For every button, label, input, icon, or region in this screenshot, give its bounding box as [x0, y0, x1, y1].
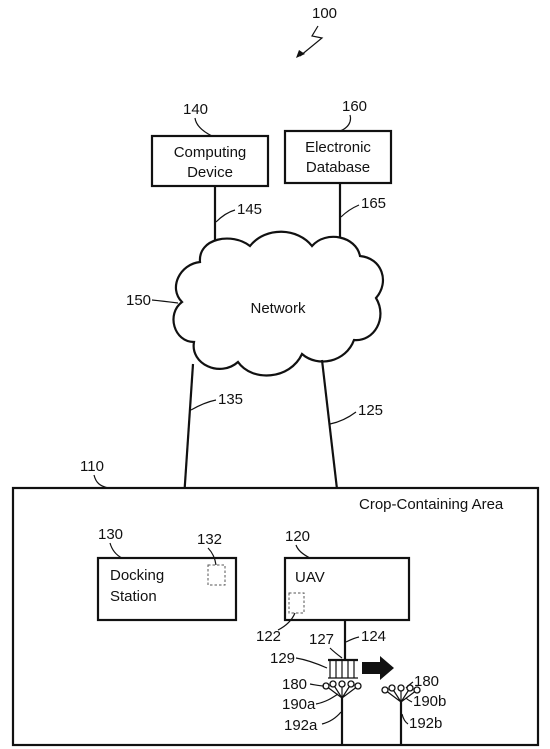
plant-b-ref-top: 180: [414, 673, 439, 690]
docking-station-label-1: Docking: [110, 567, 164, 584]
network-label: Network: [250, 300, 306, 317]
plant-a-ref-bottom: 192a: [284, 717, 318, 734]
uav-link-ref: 125: [358, 402, 383, 419]
docking-link-ref: 135: [218, 391, 243, 408]
array-129-leader: [295, 657, 328, 669]
computing-device-ref: 140: [183, 101, 208, 118]
link-165-leader: [340, 204, 360, 218]
plant-a-ref-top: 180: [282, 676, 307, 693]
uav-label: UAV: [295, 569, 325, 586]
plant-b-mid-leader: [405, 697, 413, 703]
plant-a-ref-mid: 190a: [282, 696, 316, 713]
uav-component: [288, 592, 305, 614]
network-cloud: [172, 230, 385, 377]
link-125-leader: [329, 411, 357, 425]
electronic-database-label-1: Electronic: [305, 139, 371, 156]
computing-device-label-2: Device: [187, 164, 233, 181]
link-145-leader: [215, 209, 236, 223]
plant-b-bottom-leader: [401, 713, 409, 725]
plant-a-mid-leader: [315, 693, 339, 705]
link-135-leader: [190, 399, 217, 411]
crop-area-boundary: [11, 486, 540, 747]
plant-a-bottom-leader: [321, 711, 342, 725]
uav-component-ref: 122: [256, 628, 281, 645]
tether-ref: 124: [361, 628, 386, 645]
figure-pointer-arrow: [299, 25, 324, 57]
docking-station-ref: 130: [98, 526, 123, 543]
plant-b-ref-bottom: 192b: [409, 715, 442, 732]
sensor-array: [328, 658, 358, 679]
electronic-database-ref: 160: [342, 98, 367, 115]
plant-b-top-leader: [405, 681, 414, 689]
docking-station-box: [96, 556, 238, 622]
plant-a: [322, 680, 362, 745]
docking-station-label-2: Station: [110, 588, 157, 605]
computing-device-label-1: Computing: [174, 144, 247, 161]
uav-box: [283, 556, 411, 622]
array-ref: 129: [270, 650, 295, 667]
computing-device-box: [150, 134, 270, 188]
docking-station-component: [207, 564, 226, 586]
plant-b-ref-mid: 190b: [413, 693, 446, 710]
sensor-127-leader: [329, 647, 343, 659]
network-ref: 150: [126, 292, 151, 309]
area-ref: 110: [80, 458, 104, 475]
area-ref-leader: [93, 474, 109, 489]
network-ref-leader: [151, 299, 179, 304]
area-label: Crop-Containing Area: [359, 496, 504, 513]
uav-ref: 120: [285, 528, 310, 545]
figure-pointer-arrowhead: [296, 50, 305, 58]
electronic-database-box: [283, 129, 393, 185]
tether-124-leader: [345, 636, 360, 643]
sensor-ref: 127: [309, 631, 334, 648]
plant-a-top-leader: [309, 683, 325, 687]
component-122-leader: [277, 612, 296, 631]
movement-direction-arrow: [362, 656, 394, 680]
computing-device-link-ref: 145: [237, 201, 262, 218]
docking-component-ref: 132: [197, 531, 222, 548]
computing-device-ref-leader: [194, 117, 213, 137]
figure-number: 100: [312, 5, 337, 22]
component-132-leader: [207, 547, 217, 566]
electronic-database-ref-leader: [339, 114, 352, 132]
plant-b: [381, 684, 421, 745]
electronic-database-label-2: Database: [306, 159, 370, 176]
database-link-ref: 165: [361, 195, 386, 212]
